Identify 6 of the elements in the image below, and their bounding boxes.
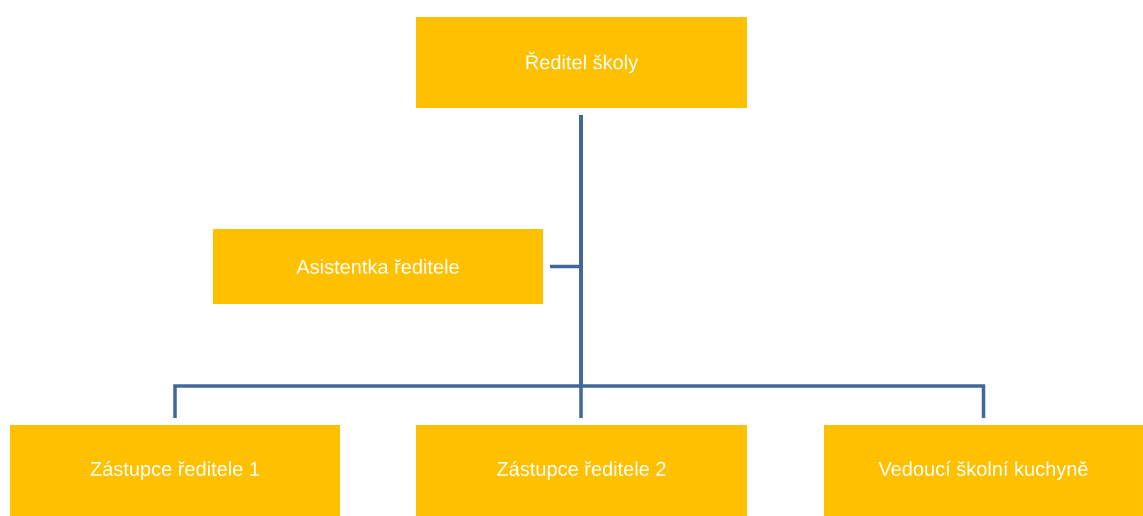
org-box: Zástupce ředitele 2 <box>416 425 747 516</box>
connector-line <box>579 115 986 418</box>
org-box: Asistentka ředitele <box>213 229 543 304</box>
org-box: Ředitel školy <box>416 17 747 108</box>
org-box: Vedoucí školní kuchyně <box>824 425 1143 516</box>
org-box: Zástupce ředitele 1 <box>10 425 340 516</box>
